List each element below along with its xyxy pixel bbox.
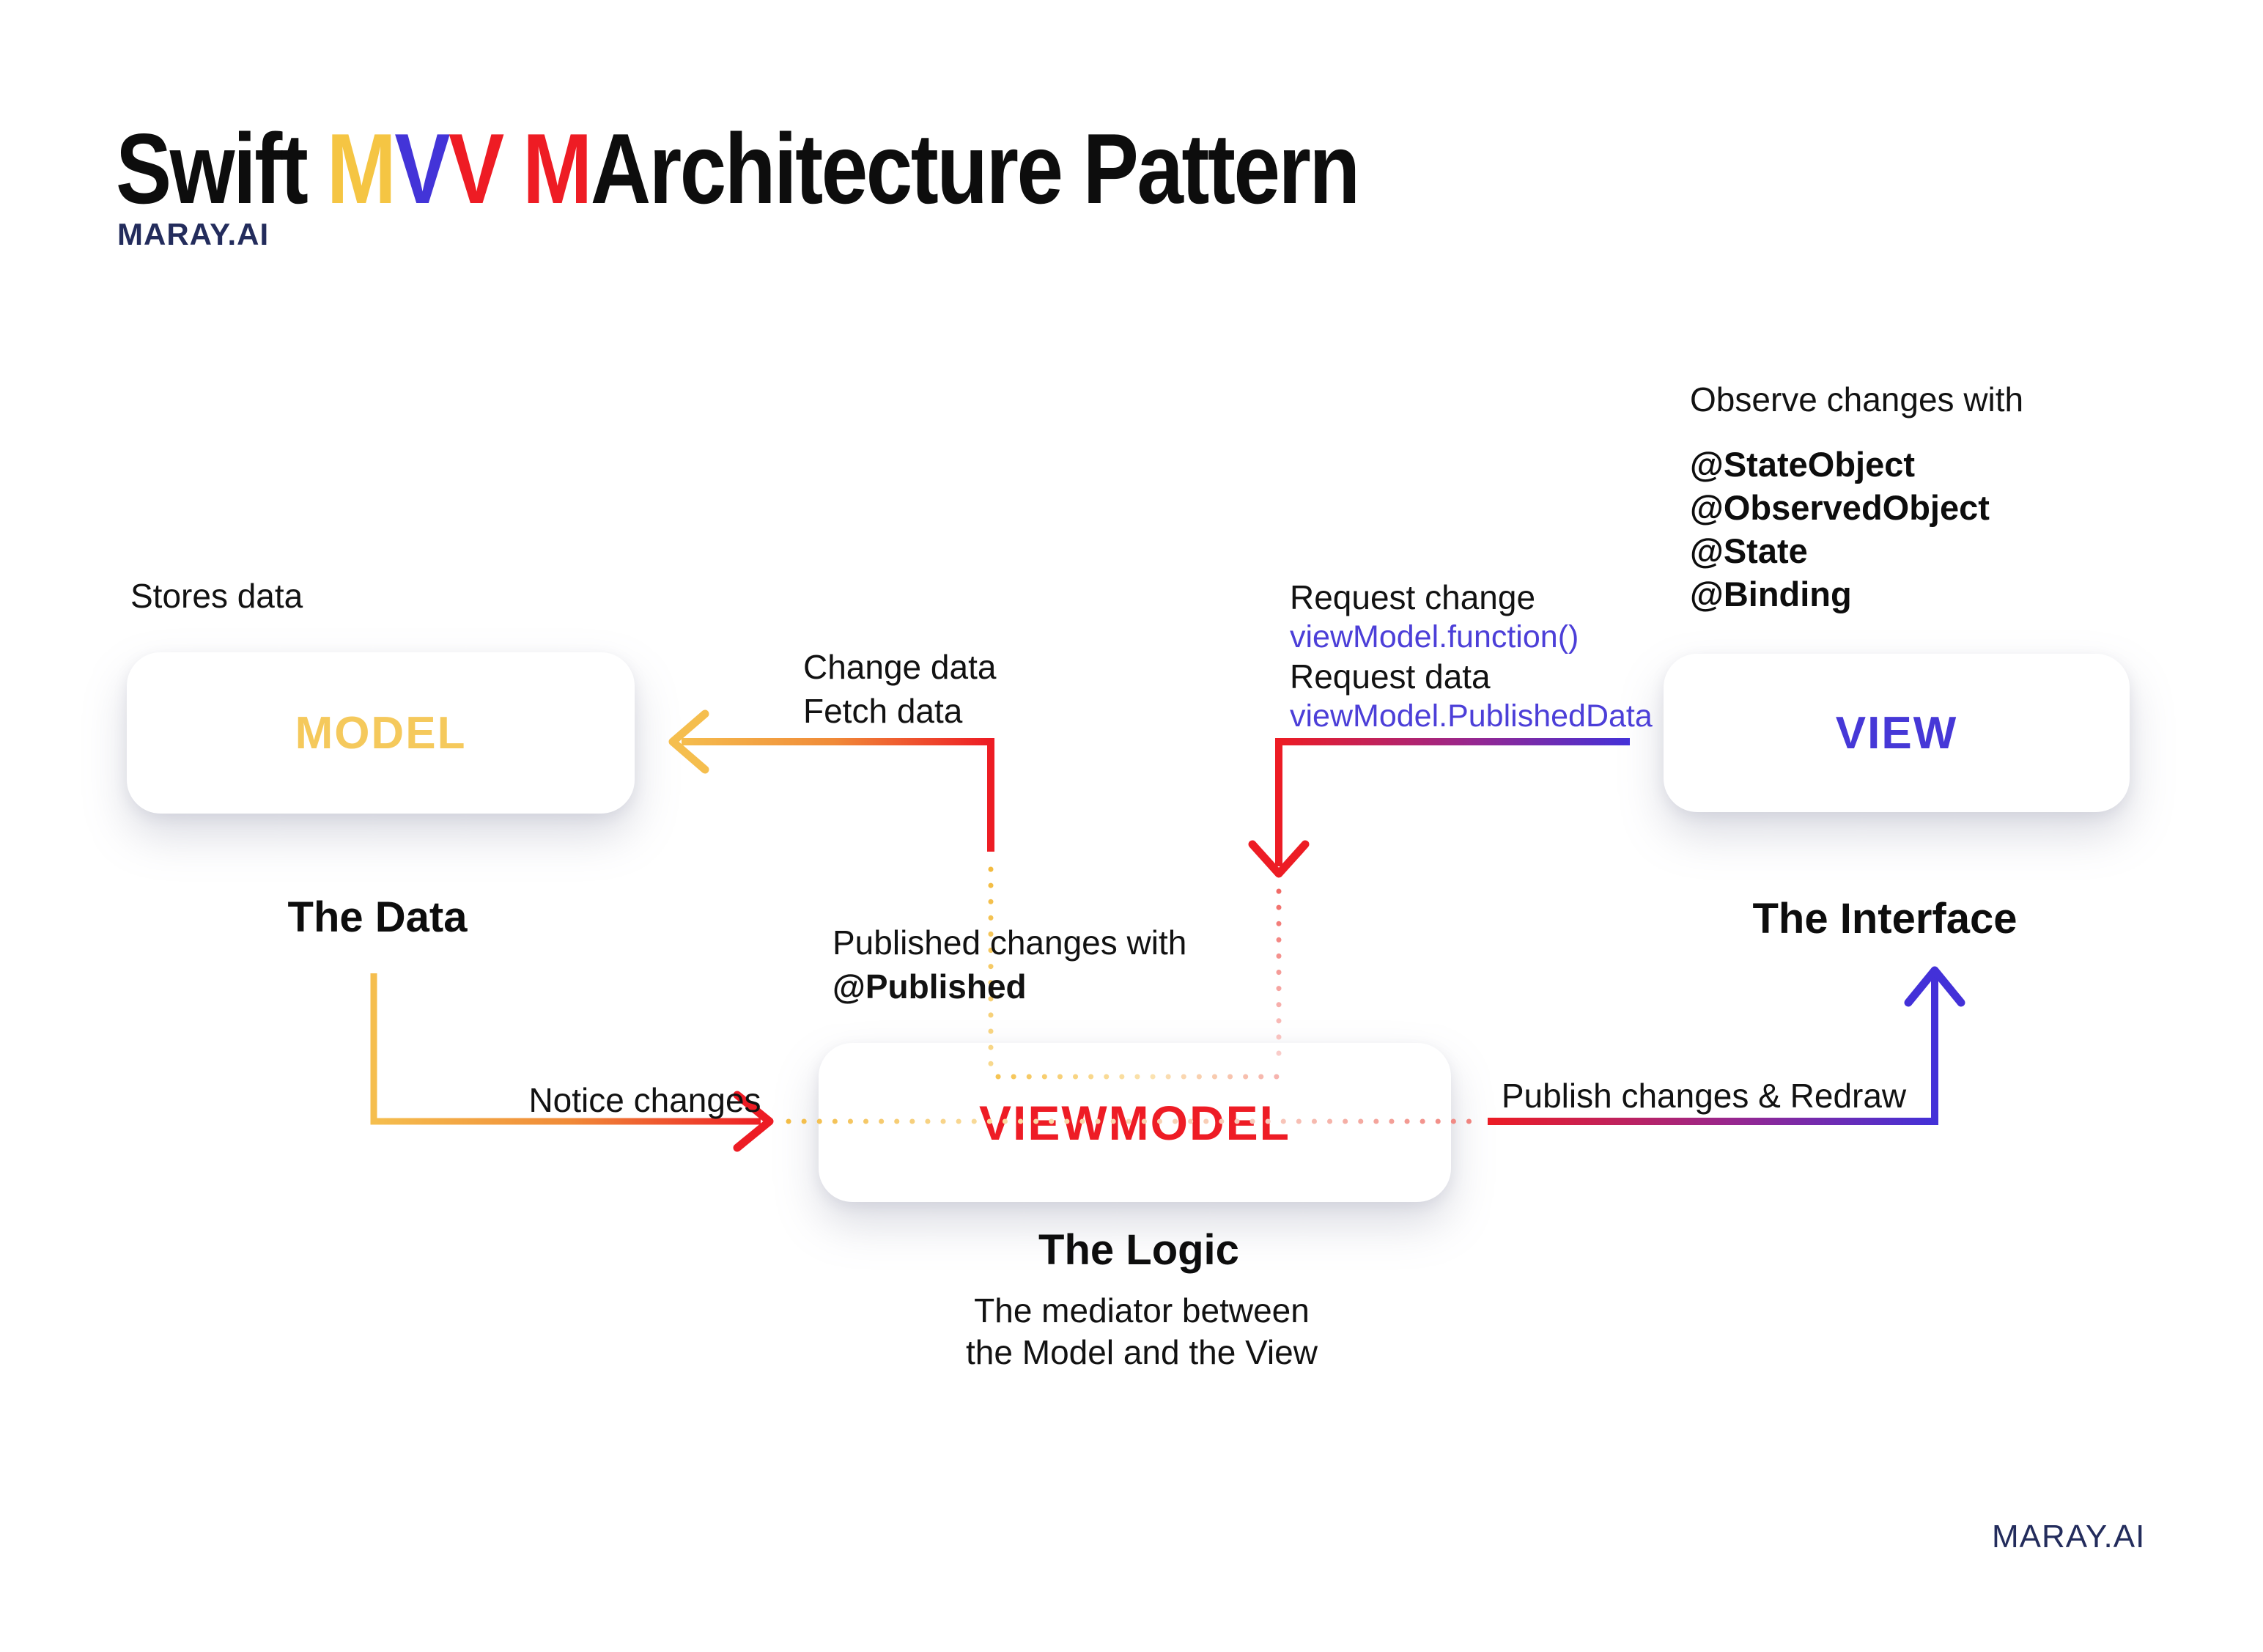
change-data-line: Change data	[803, 648, 997, 686]
published-annotation: @Published	[833, 967, 1027, 1006]
publish-redraw-label: Publish changes & Redraw	[1501, 1077, 1907, 1115]
viewmodel-card-label: VIEWMODEL	[979, 1095, 1291, 1150]
request-label: Request change viewModel.function() Requ…	[1290, 578, 1653, 736]
request-change-code: viewModel.function()	[1290, 619, 1579, 654]
annotation-stateobject: @StateObject	[1690, 445, 1916, 484]
title-suffix: Architecture Pattern	[590, 113, 1360, 224]
arrow-view-to-viewmodel	[1275, 738, 1630, 866]
brand-logo: MARAY.AI	[117, 217, 270, 251]
request-data-code: viewModel.PublishedData	[1290, 698, 1653, 734]
view-caption: The Interface	[1752, 895, 2017, 943]
model-note: Stores data	[130, 577, 303, 615]
model-card-label: MODEL	[295, 707, 467, 759]
viewmodel-description-line1: The mediator between	[974, 1291, 1310, 1330]
annotation-observedobject: @ObservedObject	[1690, 488, 1990, 527]
notice-changes-label: Notice changes	[528, 1081, 761, 1119]
viewmodel-caption: The Logic	[1038, 1226, 1239, 1274]
title-letter-m2: M	[523, 113, 592, 224]
annotation-binding: @Binding	[1690, 575, 1852, 613]
title-letter-v1: V	[394, 113, 450, 224]
view-annotations: @StateObject @ObservedObject @State @Bin…	[1690, 443, 1990, 616]
title-letter-m1: M	[326, 113, 396, 224]
published-label: Published changes with @Published	[833, 921, 1186, 1008]
viewmodel-card: VIEWMODEL	[819, 1043, 1451, 1202]
fetch-data-line: Fetch data	[803, 692, 963, 730]
arrowhead-down-icon	[1248, 840, 1310, 878]
annotation-state: @State	[1690, 531, 1808, 570]
arrowhead-left-icon	[668, 709, 709, 774]
change-fetch-label: Change data Fetch data	[803, 645, 996, 733]
arrowhead-up-icon	[1904, 966, 1965, 1007]
footer-brand: MARAY.AI	[1992, 1519, 2146, 1555]
view-card: VIEW	[1664, 654, 2130, 812]
model-card: MODEL	[127, 652, 635, 814]
published-line: Published changes with	[833, 923, 1187, 962]
viewmodel-description: The mediator between the Model and the V…	[922, 1290, 1362, 1373]
observe-note: Observe changes with	[1690, 380, 2024, 418]
model-caption: The Data	[287, 893, 468, 941]
viewmodel-description-line2: the Model and the View	[966, 1333, 1318, 1371]
title-prefix: Swift	[116, 113, 309, 224]
title-letter-v2: V	[448, 113, 504, 224]
view-card-label: VIEW	[1835, 707, 1958, 759]
arrow-viewmodel-to-model	[682, 738, 994, 852]
request-data-line: Request data	[1290, 657, 1491, 696]
request-change-line: Request change	[1290, 578, 1536, 616]
